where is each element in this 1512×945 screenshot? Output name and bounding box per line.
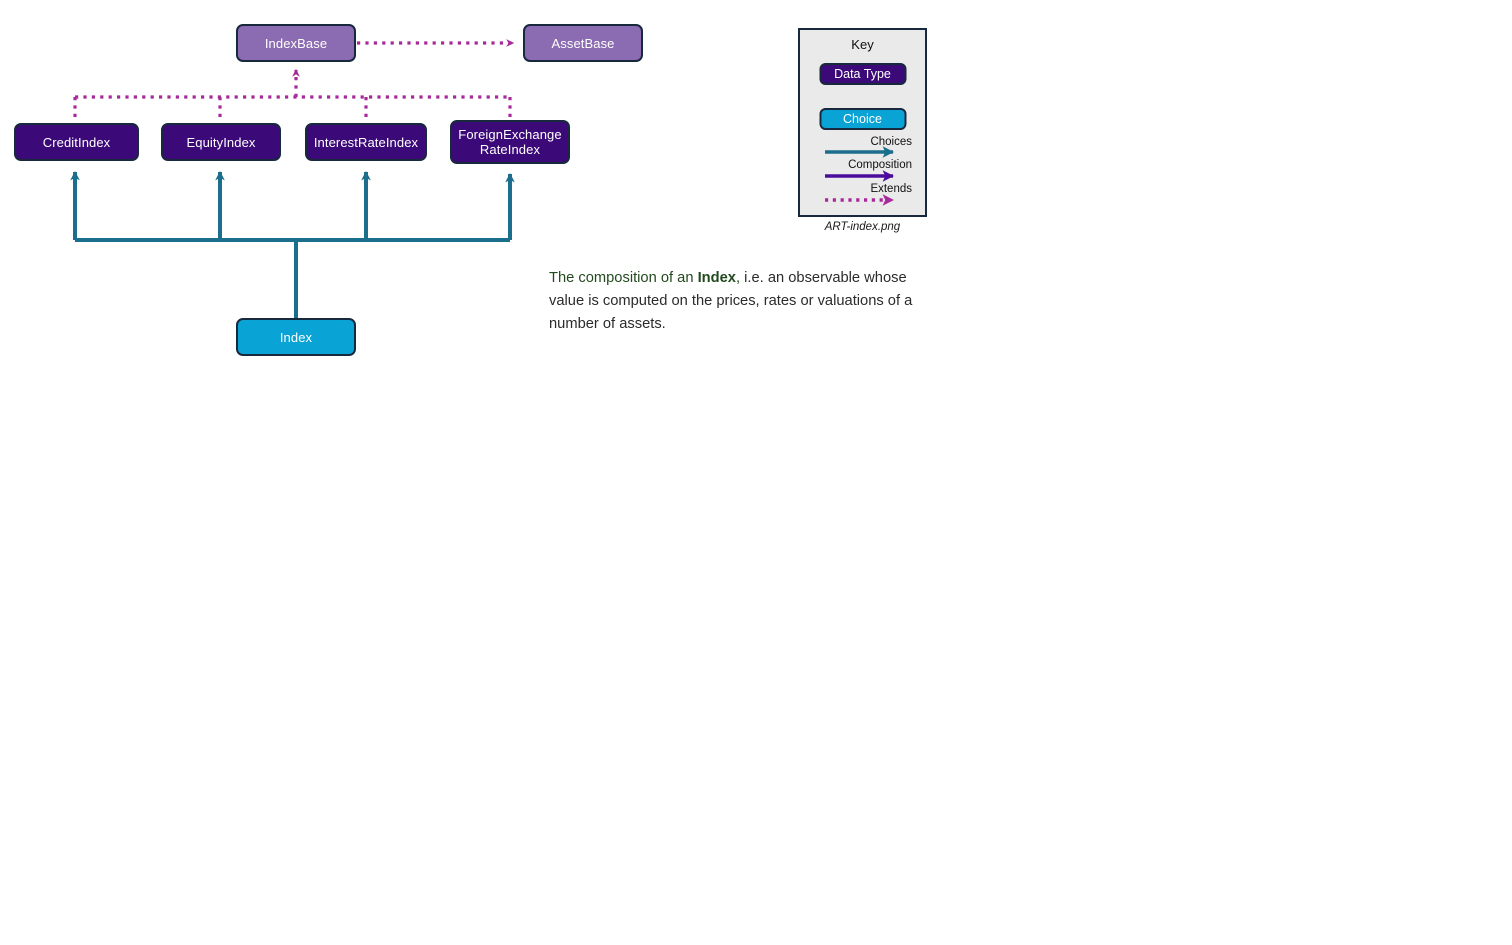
description-rest: i.e. an observable whose value is comput…: [549, 269, 913, 332]
node-label: InterestRateIndex: [313, 134, 419, 150]
node-label: ForeignExchange RateIndex: [458, 127, 562, 157]
key-label-choices: Choices: [870, 136, 912, 148]
node-indexbase[interactable]: IndexBase: [236, 24, 356, 62]
node-label: Index: [279, 329, 313, 345]
key-chip-choice: Choice: [819, 108, 906, 130]
node-label: CreditIndex: [42, 134, 111, 150]
description-green-comma: ,: [735, 269, 741, 286]
node-label: IndexBase: [264, 35, 328, 51]
node-index[interactable]: Index: [236, 318, 356, 356]
description-bold-term: Index: [697, 269, 736, 286]
node-interestrateindex[interactable]: InterestRateIndex: [305, 123, 427, 161]
description-highlight: The composition of an Index,: [549, 270, 740, 286]
node-label: AssetBase: [551, 35, 615, 51]
key-arrow-samples: [825, 146, 894, 206]
description-green-lead: The composition of an: [549, 269, 698, 286]
key-chip-label: Data Type: [834, 67, 891, 81]
node-equityindex[interactable]: EquityIndex: [161, 123, 281, 161]
key-label-extends: Extends: [870, 183, 912, 195]
key-caption: ART-index.png: [824, 221, 901, 233]
node-assetbase[interactable]: AssetBase: [523, 24, 643, 62]
key-chip-label: Choice: [843, 112, 882, 126]
edge-subtypes-extends-indexbase: [73, 68, 512, 122]
node-foreignexchangerateindex[interactable]: ForeignExchange RateIndex: [450, 120, 570, 164]
description-text: The composition of an Index, i.e. an obs…: [549, 267, 934, 336]
key-legend-box: Key Data Type Choice Choices Composition…: [798, 28, 927, 217]
node-creditindex[interactable]: CreditIndex: [14, 123, 139, 161]
key-label-composition: Composition: [848, 159, 912, 171]
node-label: EquityIndex: [186, 134, 256, 150]
key-title: Key: [851, 37, 874, 52]
edge-index-choices-subtypes: [70, 171, 515, 318]
key-chip-data-type: Data Type: [819, 63, 906, 85]
